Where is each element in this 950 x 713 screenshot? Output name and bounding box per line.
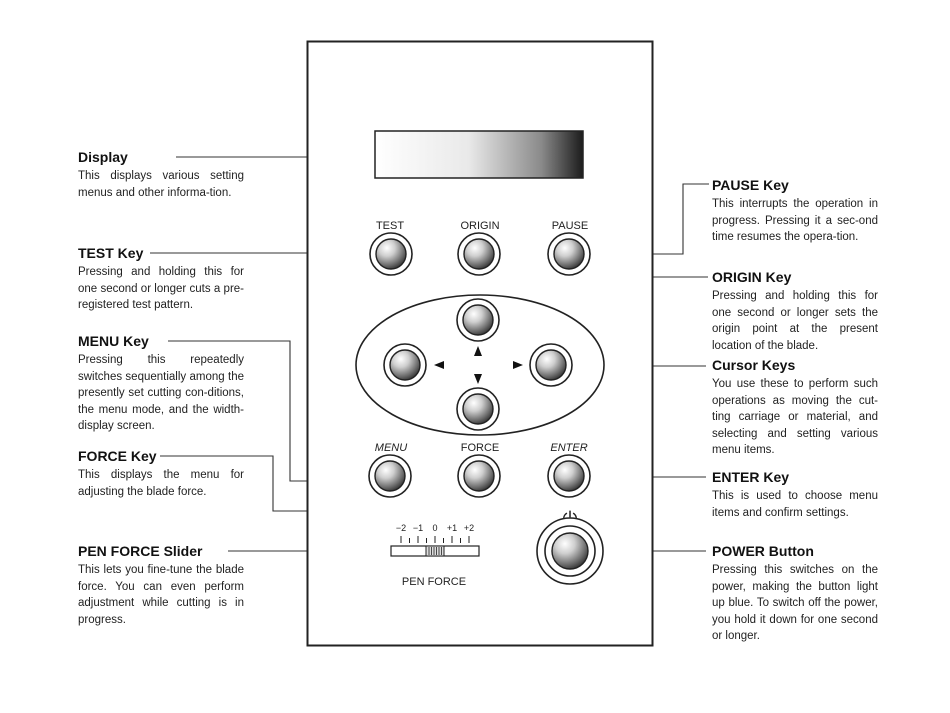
pen-force-callout-text: This lets you fine-tune the blade force.… <box>78 564 244 626</box>
menu-key[interactable] <box>368 454 412 498</box>
force-key-callout: FORCE Key This displays the menu for adj… <box>78 448 244 500</box>
arrow-down-icon <box>474 374 482 384</box>
enter-key[interactable] <box>547 454 591 498</box>
scale-label-zero: 0 <box>432 523 437 533</box>
scale-label-plus2: +2 <box>464 523 474 533</box>
power-button-callout-text: Pressing this switches on the power, mak… <box>712 564 878 643</box>
pen-force-callout-title: PEN FORCE Slider <box>78 543 203 559</box>
pause-key-callout-title: PAUSE Key <box>712 177 789 193</box>
force-key-label: FORCE <box>461 442 500 454</box>
pen-force-callout: PEN FORCE Slider This lets you fine-tune… <box>78 543 244 628</box>
force-key-callout-title: FORCE Key <box>78 448 157 464</box>
enter-key-callout-text: This is used to choose menu items and co… <box>712 490 878 519</box>
test-key-callout: TEST Key Pressing and holding this for o… <box>78 245 244 314</box>
menu-key-callout-text: Pressing this repeatedly switches sequen… <box>78 354 244 433</box>
cursor-right-key[interactable] <box>529 343 573 387</box>
test-key[interactable] <box>369 232 413 276</box>
cursor-left-key[interactable] <box>383 343 427 387</box>
menu-key-callout: MENU Key Pressing this repeatedly switch… <box>78 333 244 435</box>
test-key-callout-title: TEST Key <box>78 245 144 261</box>
menu-key-callout-title: MENU Key <box>78 333 149 349</box>
power-button-callout-title: POWER Button <box>712 543 814 559</box>
test-key-label: TEST <box>376 220 404 232</box>
arrow-left-icon <box>434 361 444 369</box>
menu-key-label: MENU <box>375 442 407 454</box>
pause-key[interactable] <box>547 232 591 276</box>
cursor-keys-callout: Cursor Keys You use these to perform suc… <box>712 357 878 459</box>
origin-key[interactable] <box>457 232 501 276</box>
pause-key-label: PAUSE <box>552 220 588 232</box>
pen-force-label: PEN FORCE <box>402 576 466 588</box>
origin-key-callout: ORIGIN Key Pressing and holding this for… <box>712 269 878 354</box>
enter-key-callout-title: ENTER Key <box>712 469 790 485</box>
arrow-up-icon <box>474 346 482 356</box>
cursor-down-key[interactable] <box>456 387 500 431</box>
test-key-callout-text: Pressing and holding this for one second… <box>78 266 244 312</box>
pause-key-callout-text: This interrupts the operation in progres… <box>712 198 878 244</box>
power-button[interactable] <box>536 517 604 585</box>
scale-label-plus1: +1 <box>447 523 457 533</box>
arrow-right-icon <box>513 361 523 369</box>
pause-key-callout: PAUSE Key This interrupts the operation … <box>712 177 878 246</box>
origin-key-callout-text: Pressing and holding this for one second… <box>712 290 878 352</box>
force-key[interactable] <box>457 454 501 498</box>
display-callout-title: Display <box>78 149 128 165</box>
cursor-keys-callout-title: Cursor Keys <box>712 357 796 373</box>
pen-force-slider-handle[interactable] <box>425 545 445 557</box>
origin-key-label: ORIGIN <box>460 220 499 232</box>
pen-force-scale: −2 −1 0 +1 +2 <box>396 523 474 543</box>
cursor-keys-callout-text: You use these to perform such operations… <box>712 378 878 457</box>
display-callout: Display This displays various setting me… <box>78 149 244 201</box>
display-callout-text: This displays various setting menus and … <box>78 170 244 199</box>
scale-label-minus2: −2 <box>396 523 406 533</box>
cursor-up-key[interactable] <box>456 298 500 342</box>
force-key-callout-text: This displays the menu for adjusting the… <box>78 469 244 498</box>
enter-key-callout: ENTER Key This is used to choose menu it… <box>712 469 878 521</box>
scale-label-minus1: −1 <box>413 523 423 533</box>
lcd-display <box>374 130 584 179</box>
cursor-keys-frame <box>355 294 605 436</box>
origin-key-callout-title: ORIGIN Key <box>712 269 792 285</box>
power-button-callout: POWER Button Pressing this switches on t… <box>712 543 878 645</box>
enter-key-label: ENTER <box>550 442 587 454</box>
